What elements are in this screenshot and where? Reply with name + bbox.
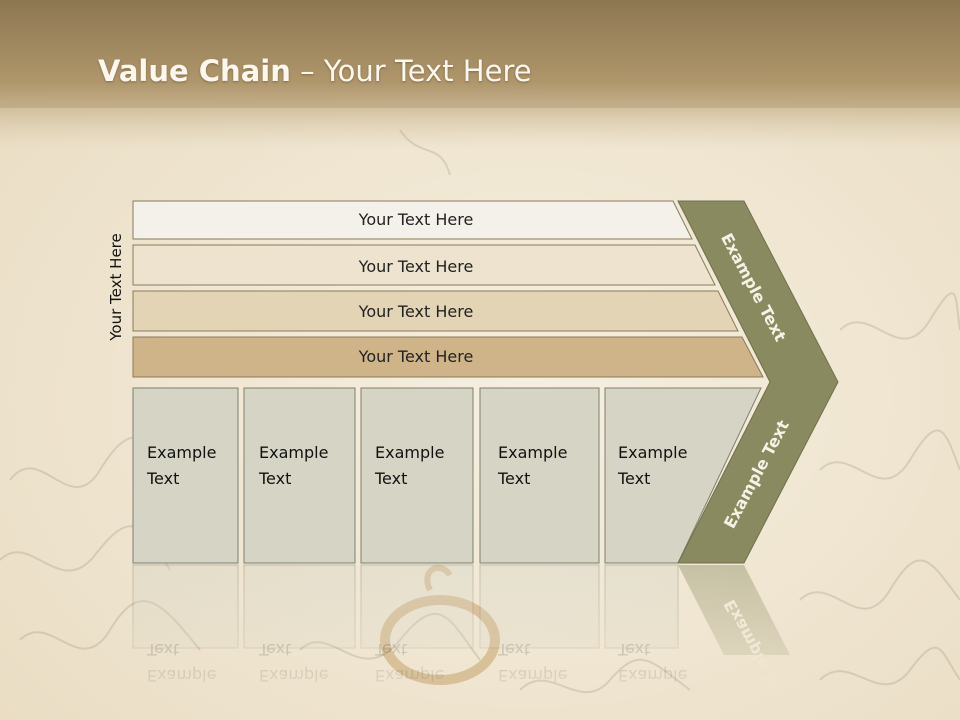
reflection: Example Text Example Text Example Text E… xyxy=(132,564,793,711)
box-1-shape xyxy=(132,387,239,564)
reflection-box-4-line1: Example xyxy=(498,666,567,685)
box-2-shape xyxy=(243,387,356,564)
box-3-line2: Text xyxy=(374,469,407,488)
reflection-chevron xyxy=(678,565,790,655)
box-2-line2: Text xyxy=(258,469,291,488)
row-1-shape xyxy=(132,200,693,240)
title-bold: Value Chain xyxy=(98,54,291,88)
reflection-box-5-line1: Example xyxy=(618,666,687,685)
title-rest: – Your Text Here xyxy=(290,54,532,88)
row-2-label: Your Text Here xyxy=(358,257,474,276)
row-1: Your Text Here xyxy=(132,200,693,240)
row-4: Your Text Here xyxy=(132,336,764,378)
row-4-label: Your Text Here xyxy=(358,347,474,366)
row-2: Your Text Here xyxy=(132,244,716,286)
box-2: Example Text xyxy=(243,387,356,564)
reflection-box-3 xyxy=(360,564,474,649)
box-5-line2: Text xyxy=(617,469,650,488)
reflection-box-4 xyxy=(479,564,600,649)
box-4: Example Text xyxy=(479,387,600,564)
box-4-line2: Text xyxy=(497,469,530,488)
reflection-box-3-line2: Text xyxy=(374,640,407,659)
row-3: Your Text Here xyxy=(132,290,739,332)
row-1-label: Your Text Here xyxy=(358,210,474,229)
row-3-shape xyxy=(132,290,739,332)
reflection-box-3-line1: Example xyxy=(375,666,444,685)
reflection-box-5-line2: Text xyxy=(617,640,650,659)
row-4-shape xyxy=(132,336,764,378)
row-3-label: Your Text Here xyxy=(358,302,474,321)
box-3-line1: Example xyxy=(375,443,444,462)
reflection-box-2-line1: Example xyxy=(259,666,328,685)
reflection-box-2-line2: Text xyxy=(258,640,291,659)
box-3: Example Text xyxy=(360,387,474,564)
reflection-box-5 xyxy=(604,564,679,649)
box-4-shape xyxy=(479,387,600,564)
box-1-line2: Text xyxy=(146,469,179,488)
reflection-box-1-line2: Text xyxy=(146,640,179,659)
box-4-line1: Example xyxy=(498,443,567,462)
reflection-box-1 xyxy=(132,564,239,649)
box-2-line1: Example xyxy=(259,443,328,462)
row-2-shape xyxy=(132,244,716,286)
slide-title: Value Chain – Your Text Here xyxy=(98,54,532,88)
box-5-line1: Example xyxy=(618,443,687,462)
reflection-box-4-line2: Text xyxy=(497,640,530,659)
reflection-box-1-line1: Example xyxy=(147,666,216,685)
box-1-line1: Example xyxy=(147,443,216,462)
chevron-shape xyxy=(677,200,839,564)
reflection-box-2 xyxy=(243,564,356,649)
box-3-shape xyxy=(360,387,474,564)
box-5: Example Text xyxy=(604,387,762,564)
box-1: Example Text xyxy=(132,387,239,564)
